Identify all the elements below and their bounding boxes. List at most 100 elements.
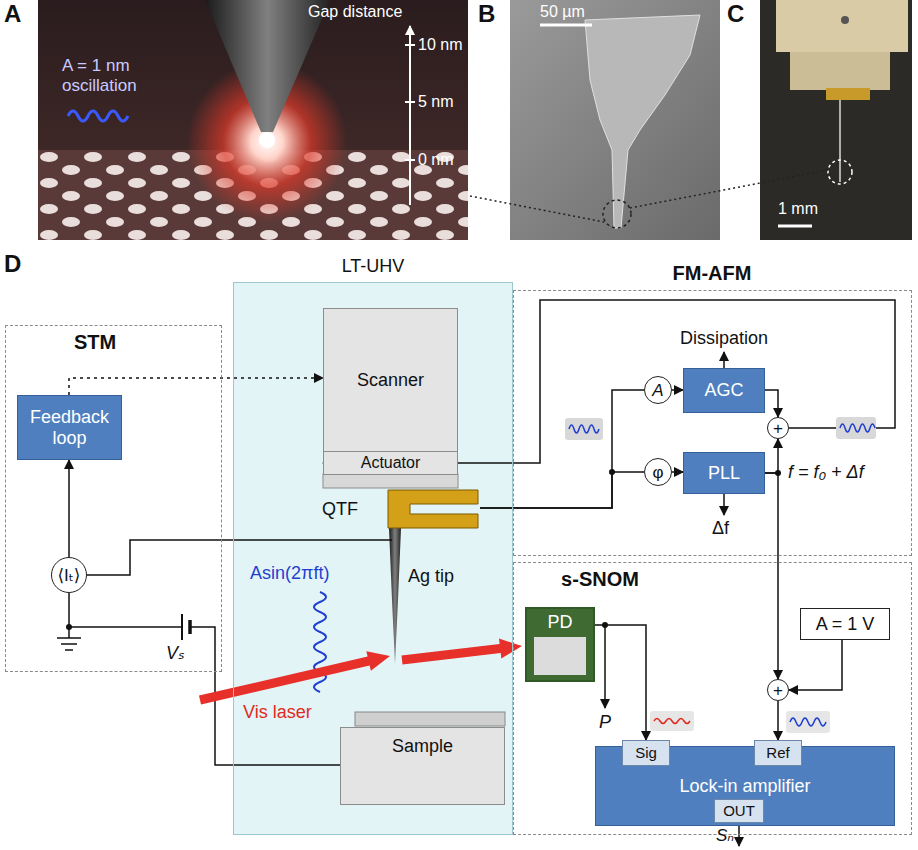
signal-line xyxy=(765,390,778,417)
signal-name: P xyxy=(599,712,611,733)
operator-circle: A xyxy=(644,376,672,404)
junction-dots xyxy=(66,469,781,630)
wave-icon xyxy=(569,425,599,433)
node-label: PLL xyxy=(708,463,740,484)
wave-icon xyxy=(790,718,826,726)
laser-name: Vis laser xyxy=(243,702,312,723)
group-panel: s-SNOMPDA = 1 V+Lock-in amplifierSigRefO… xyxy=(513,562,912,835)
wave-icon xyxy=(786,711,830,733)
current-wire xyxy=(87,540,392,575)
signal-line xyxy=(765,439,778,473)
node-label: + xyxy=(773,420,783,437)
axis-tick xyxy=(405,44,415,46)
power-output xyxy=(604,625,606,708)
signal-name: Δf xyxy=(712,518,729,539)
port-box: Ref xyxy=(754,740,802,766)
group-heading: FM-AFM xyxy=(673,262,752,285)
port-box: Sig xyxy=(622,740,670,766)
operator-circle: + xyxy=(767,417,789,439)
group-heading: LT-UHV xyxy=(342,256,405,277)
vacuum-fill xyxy=(233,282,513,835)
hardware-block: Actuator xyxy=(323,451,458,475)
scale-bar xyxy=(540,24,592,27)
holder-strip xyxy=(323,474,458,488)
panel-letter: D xyxy=(4,250,21,278)
operator-circle: ⟨Iₜ⟩ xyxy=(51,557,87,593)
zoom-leader xyxy=(470,196,604,222)
signal-line xyxy=(595,625,646,740)
tip-holder xyxy=(776,0,908,52)
node-label: Sig xyxy=(635,744,657,761)
shift-output xyxy=(723,494,725,515)
wave-icon xyxy=(840,424,875,432)
glow-core xyxy=(259,132,275,148)
source-box: A = 1 V xyxy=(800,608,890,640)
axis-tick xyxy=(405,159,415,161)
node-label: Lock-in amplifier xyxy=(679,776,810,797)
node-label: QTF xyxy=(322,499,358,520)
node-label: Scanner xyxy=(357,370,424,391)
wave-icon xyxy=(654,719,690,724)
tuning-fork-outline xyxy=(388,490,478,528)
signal-line xyxy=(480,390,644,508)
ground-symbol xyxy=(61,643,77,645)
wave-icon xyxy=(836,417,876,439)
node-label: ⟨Iₜ⟩ xyxy=(57,567,80,584)
ground-symbol xyxy=(65,649,73,651)
node-label: Feedback loop xyxy=(18,407,121,448)
wave-icon xyxy=(565,418,603,440)
panel-c-photo xyxy=(760,0,912,240)
gap-axis xyxy=(409,26,411,205)
holder-hole xyxy=(841,16,849,24)
dissipation-output xyxy=(723,352,725,368)
signal-line xyxy=(789,640,842,690)
feedback-line xyxy=(69,378,323,395)
operator-circle: φ xyxy=(644,458,672,486)
photo-background xyxy=(760,0,912,240)
signal-name: Dissipation xyxy=(680,328,768,349)
process-box: Lock-in amplifierSigRefOUT xyxy=(595,746,895,826)
panel-a-render xyxy=(38,0,468,240)
vacuum-chamber: LT-UHVScannerActuatorQTFSample xyxy=(233,282,513,835)
node-label: + xyxy=(773,682,783,699)
tuning-fork: QTF xyxy=(318,488,480,530)
ground-wire xyxy=(68,593,70,638)
battery-symbol xyxy=(181,614,183,640)
node-label: φ xyxy=(652,464,663,481)
bias-wire xyxy=(69,626,182,628)
oscillation-note: A = 1 nm oscillation xyxy=(62,56,158,95)
process-box: Feedback loop xyxy=(17,395,122,460)
signal-line xyxy=(777,701,779,740)
process-box: PLL xyxy=(683,452,765,494)
wave-icon xyxy=(650,711,694,731)
ag-tip xyxy=(389,528,401,664)
node-label: Ref xyxy=(766,744,789,761)
node-label: A = 1 V xyxy=(816,614,875,635)
panel-letter: B xyxy=(478,0,495,28)
laser-scattered xyxy=(402,639,523,665)
signal-line xyxy=(672,389,683,391)
zoom-circle xyxy=(603,200,631,228)
voltage-name: Vₛ xyxy=(166,643,185,664)
node-label: Sample xyxy=(392,736,453,757)
node-label: PD xyxy=(547,612,572,633)
hardware-block: Sample xyxy=(340,727,505,805)
group-heading: STM xyxy=(74,331,116,354)
operator-circle: + xyxy=(767,679,789,701)
hardware-block: Scanner xyxy=(323,308,458,452)
panel-b-sem xyxy=(510,0,720,240)
tip-wire xyxy=(839,100,841,182)
group-heading: s-SNOM xyxy=(561,568,639,591)
panel-letter: A xyxy=(4,0,21,28)
zoom-circle xyxy=(828,160,852,184)
laser-incident xyxy=(199,651,390,704)
tip-body xyxy=(585,15,700,228)
panel-letter: C xyxy=(727,0,744,28)
axis-value: 5 nm xyxy=(418,93,454,111)
node-label: AGC xyxy=(704,380,743,401)
oscillation-wave xyxy=(68,111,128,121)
sample-plate xyxy=(355,712,505,726)
signal-name: f = f₀ + Δf xyxy=(788,462,864,483)
ground-symbol xyxy=(57,637,81,639)
